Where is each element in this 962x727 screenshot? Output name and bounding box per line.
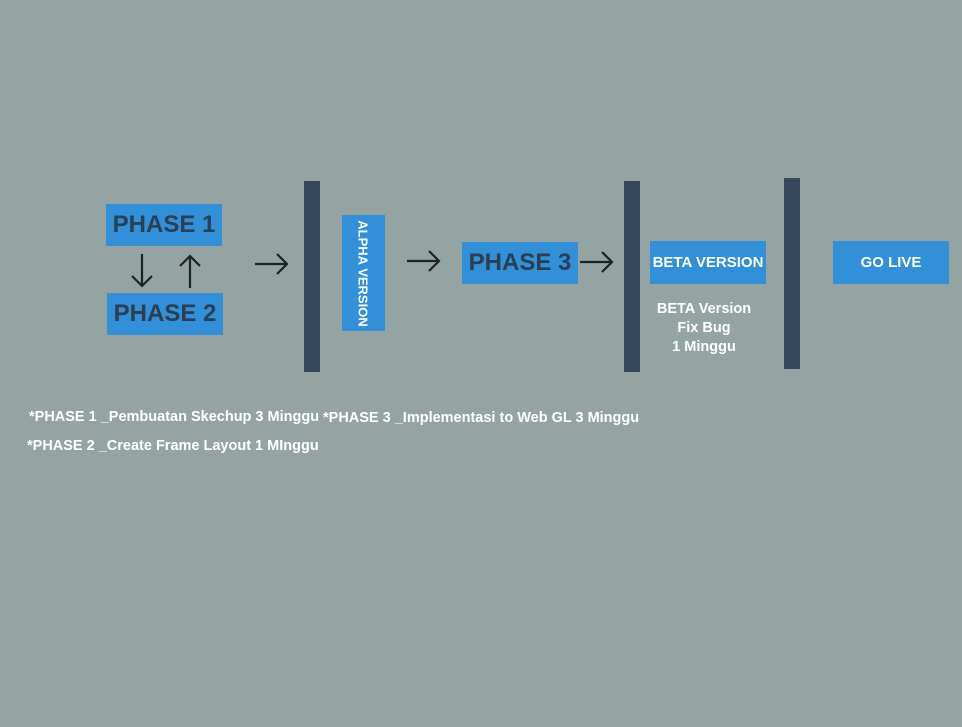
arrow-right-icon [255, 253, 289, 275]
arrow-up-icon [179, 254, 201, 288]
alpha-version-label: ALPHA VERSION [356, 219, 372, 327]
phase-1-label: PHASE 1 [112, 211, 216, 238]
note-phase-3: *PHASE 3 _Implementasi to Web GL 3 Mingg… [323, 410, 640, 426]
beta-note-line-3: 1 Minggu [672, 339, 736, 355]
milestone-bar-2 [624, 181, 640, 372]
milestone-bar-1 [304, 181, 320, 372]
beta-version-box: BETA VERSION [650, 241, 766, 284]
beta-note-line-2: Fix Bug [677, 320, 731, 336]
note-phase-1: *PHASE 1 _Pembuatan Skechup 3 Minggu [29, 409, 320, 425]
go-live-label: GO LIVE [860, 254, 922, 271]
arrow-down-icon [131, 254, 153, 288]
phase-2-label: PHASE 2 [113, 300, 217, 327]
beta-notes: BETA Version Fix Bug 1 Minggu [640, 300, 768, 357]
phase-3-box: PHASE 3 [462, 242, 578, 284]
go-live-box: GO LIVE [833, 241, 949, 284]
beta-version-label: BETA VERSION [652, 254, 764, 271]
phase-1-box: PHASE 1 [106, 204, 222, 246]
phase-3-label: PHASE 3 [468, 249, 572, 276]
alpha-version-box: ALPHA VERSION [342, 215, 385, 331]
arrow-right-icon [580, 251, 614, 273]
beta-note-line-1: BETA Version [656, 301, 752, 317]
arrow-right-icon [407, 250, 441, 272]
milestone-bar-3 [784, 178, 800, 369]
phase-2-box: PHASE 2 [107, 293, 223, 335]
note-phase-2: *PHASE 2 _Create Frame Layout 1 MInggu [27, 438, 319, 454]
